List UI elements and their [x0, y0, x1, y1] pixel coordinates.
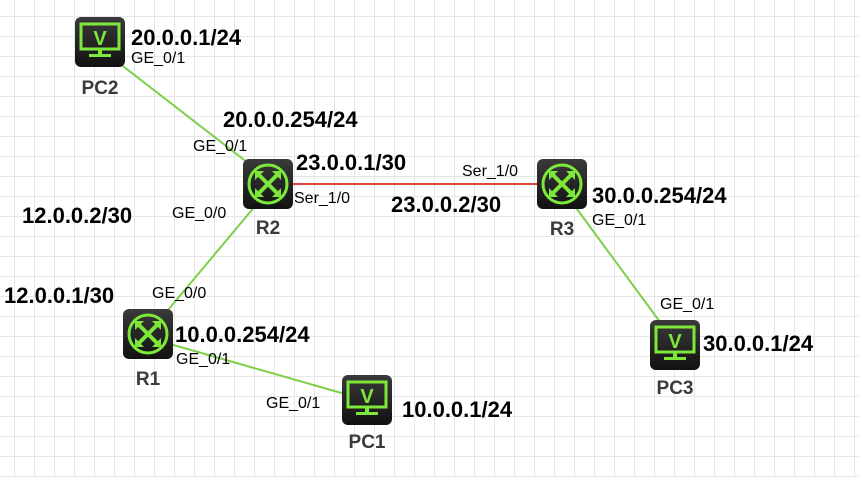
r3-label: R3	[549, 219, 575, 240]
r2-label: R2	[255, 218, 281, 239]
link-r1-pc1[interactable]	[169, 343, 346, 395]
r2-device[interactable]	[243, 159, 293, 209]
pc2-ip: 20.0.0.1/24	[131, 25, 242, 50]
pc3-iface: GE_0/1	[660, 296, 715, 313]
link-r2-r1[interactable]	[162, 204, 257, 317]
svg-text:V: V	[360, 386, 374, 408]
r2-ser-ip: 23.0.0.1/30	[296, 150, 407, 175]
pc2-iface: GE_0/1	[131, 50, 186, 67]
r3-ge01-iface: GE_0/1	[592, 212, 647, 229]
r3-ser-ip: 23.0.0.2/30	[391, 192, 502, 217]
r2-ser-iface: Ser_1/0	[294, 190, 351, 207]
r1-label: R1	[135, 369, 161, 390]
link-pc2-r2[interactable]	[114, 59, 253, 167]
r1-ge00-iface: GE_0/0	[152, 285, 207, 302]
r1-ge00-ip: 12.0.0.1/30	[4, 283, 115, 308]
svg-text:V: V	[668, 331, 682, 353]
router-icon	[541, 163, 583, 205]
r2-ge00-ip: 12.0.0.2/30	[22, 203, 133, 228]
r2-ge00-iface: GE_0/0	[172, 205, 227, 222]
r1-ge01-ip: 10.0.0.254/24	[175, 322, 310, 347]
link-r3-pc3[interactable]	[573, 204, 661, 323]
pc1-label: PC1	[348, 432, 386, 453]
r1-device[interactable]	[123, 309, 173, 359]
svg-text:V: V	[93, 28, 107, 50]
pc1-iface: GE_0/1	[266, 395, 321, 412]
pc1-ip: 10.0.0.1/24	[402, 397, 513, 422]
router-icon	[127, 313, 169, 355]
router-icon	[247, 163, 289, 205]
pc3-ip: 30.0.0.1/24	[703, 331, 814, 356]
r2-ge01-iface: GE_0/1	[193, 138, 248, 155]
pc2-label: PC2	[81, 78, 119, 99]
r1-ge01-iface: GE_0/1	[176, 351, 231, 368]
pc-icon: V	[79, 22, 121, 57]
pc3-device[interactable]: V	[650, 320, 700, 370]
r2-ge01-ip: 20.0.0.254/24	[223, 107, 358, 132]
pc-icon: V	[654, 325, 696, 360]
pc3-label: PC3	[656, 378, 694, 399]
pc2-device[interactable]: V	[75, 17, 125, 67]
pc-icon: V	[346, 380, 388, 415]
r3-ge01-ip: 30.0.0.254/24	[592, 183, 727, 208]
r3-device[interactable]	[537, 159, 587, 209]
pc1-device[interactable]: V	[342, 375, 392, 425]
r3-ser-iface: Ser_1/0	[462, 163, 519, 180]
